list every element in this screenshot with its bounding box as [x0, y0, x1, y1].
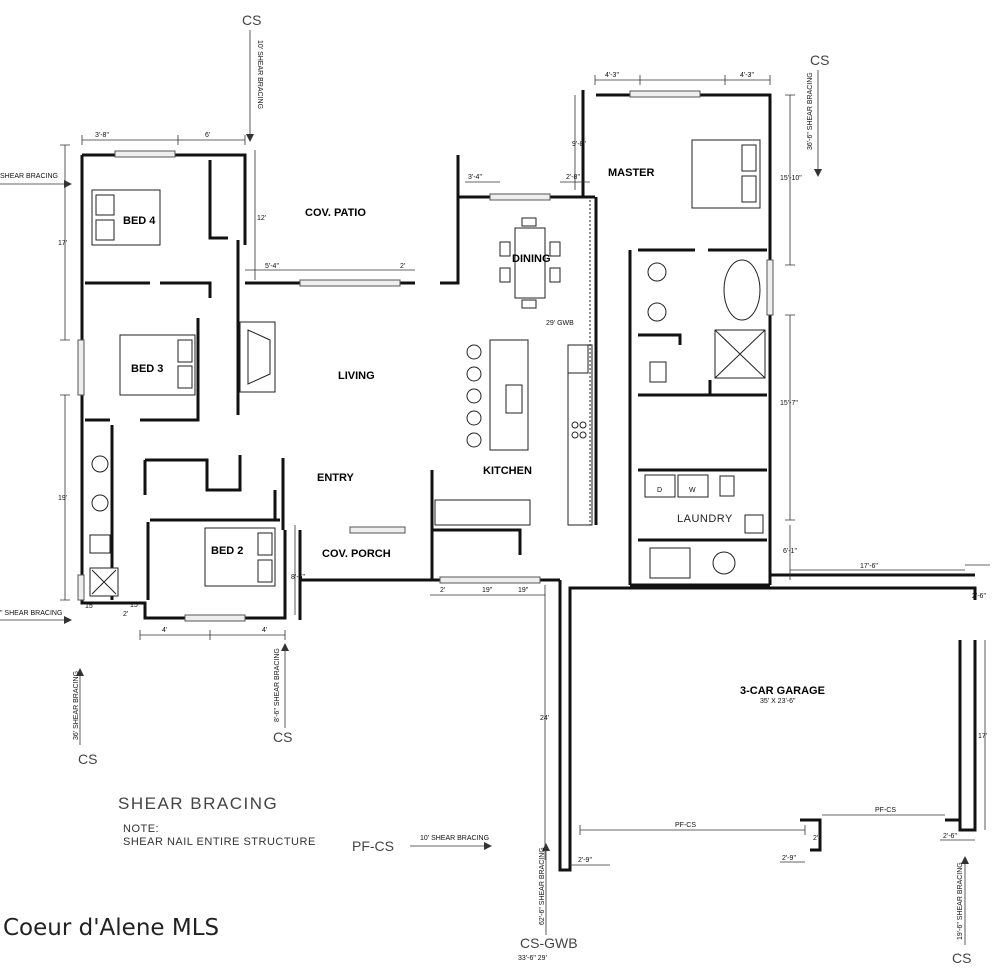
dim-label: 4' [262, 627, 267, 634]
bracing-arrows [0, 30, 969, 945]
dim-label: 3'-4" [468, 174, 482, 181]
notes: SHEAR BRACING NOTE: SHEAR NAIL ENTIRE ST… [118, 794, 316, 848]
dim-label: 17'-6" [860, 563, 878, 570]
cs-label-top: CS [242, 12, 261, 28]
bracing-label-mid: 8'-6" SHEAR BRACING [274, 648, 281, 722]
bed-4-bed [91, 189, 161, 246]
gwb-label: 29' GWB [546, 320, 574, 327]
dim-label: 15'-10" [780, 175, 802, 182]
dim-label: 8'-6" [291, 574, 305, 581]
room-master: MASTER [608, 167, 655, 179]
dim-label: 2'-6" [943, 833, 957, 840]
fireplace [239, 321, 276, 393]
dim-label: 4'-3" [605, 72, 619, 79]
room-garage: 3-CAR GARAGE [740, 685, 825, 697]
dimension-labels: 3'-8" 6' 4'-3" 4'-3" 9'-8" 3'-4" 2'-8" 1… [58, 72, 987, 864]
room-kitchen: KITCHEN [483, 465, 532, 477]
dim-label: 6'-1" [783, 548, 797, 555]
dim-label: 15'-7" [780, 400, 798, 407]
cs-gwb-label: CS-GWB [520, 935, 578, 951]
dim-label: 19' [58, 495, 67, 502]
room-laundry: LAUNDRY [677, 513, 733, 525]
shear-bracing-title: SHEAR BRACING [118, 794, 278, 813]
dim-label: 12' [257, 215, 266, 222]
bracing-label-top-right: 36'-6" SHEAR BRACING [807, 72, 814, 150]
bracing-label-bottom-left: 36' SHEAR BRACING [73, 671, 80, 740]
bracing-label-bottom-mid: 62'-6" SHEAR BRACING [539, 847, 546, 925]
dim-label: 15' [130, 602, 139, 609]
bed-3-bed [119, 334, 196, 396]
dim-label: 2' [400, 263, 405, 270]
room-bed-4: BED 4 [123, 215, 156, 227]
dim-label: 5'-4" [265, 263, 279, 270]
dim-label: 2'-9" [782, 855, 796, 862]
dim-label: 9'-8" [572, 141, 586, 148]
bed-2-bed [204, 527, 276, 587]
room-dining: DINING [512, 253, 551, 265]
bracing-label-left-top: SHEAR BRACING [0, 173, 58, 180]
dim-label: 19" [482, 587, 493, 594]
dim-label: PF-CS [875, 807, 896, 814]
dim-label: 4'-3" [740, 72, 754, 79]
room-bed-2: BED 2 [211, 545, 243, 557]
note-label: NOTE: [123, 823, 159, 835]
room-cov-patio: COV. PATIO [305, 207, 366, 219]
dim-label: PF-CS [675, 822, 696, 829]
entry-bench [434, 499, 531, 526]
dim-label: 2' [440, 587, 445, 594]
bracing-label-bottom-dims: 33'-6" 29' [518, 955, 547, 962]
room-cov-porch: COV. PORCH [322, 548, 391, 560]
laundry-fixtures [644, 474, 764, 579]
dim-label: 2'-9" [578, 857, 592, 864]
dimension-lines [60, 75, 990, 866]
dim-label: 2' [813, 835, 818, 842]
dim-label: 15' [85, 603, 94, 610]
kitchen-counter [567, 200, 593, 526]
room-living: LIVING [338, 370, 375, 382]
bracing-label-left-bottom: " SHEAR BRACING [0, 610, 62, 617]
bracing-label-top: 10' SHEAR BRACING [256, 40, 263, 109]
bracing-label-bottom-right: 19'-6" SHEAR BRACING [957, 862, 964, 940]
windows [77, 90, 774, 622]
room-labels: BED 4 COV. PATIO DINING MASTER BED 3 LIV… [123, 167, 825, 705]
watermark: Coeur d'Alene MLS [3, 915, 219, 941]
pf-cs-label: PF-CS [352, 838, 394, 854]
cs-label-top-right: CS [810, 52, 829, 68]
dim-label: 3'-8" [95, 132, 109, 139]
note-text: SHEAR NAIL ENTIRE STRUCTURE [123, 836, 316, 848]
dim-label: 17' [58, 240, 67, 247]
walls [80, 90, 977, 872]
dim-label: 2'-8" [566, 174, 580, 181]
master-bath-fixtures [647, 259, 766, 383]
dim-label: 4' [162, 627, 167, 634]
kitchen-island [466, 339, 529, 451]
garage-size: 35' X 23'-6" [760, 698, 796, 705]
cs-label-mid: CS [273, 729, 292, 745]
dryer-label: D [657, 487, 662, 494]
dim-label: 2'-6" [972, 593, 986, 600]
cs-label-bottom-right: CS [952, 950, 971, 966]
ten-shear-label: 10' SHEAR BRACING [420, 835, 489, 842]
dining-table [499, 217, 561, 309]
room-entry: ENTRY [317, 472, 355, 484]
dim-label: 17' [978, 733, 987, 740]
dim-label: 24' [540, 715, 549, 722]
cs-label-bottom-left: CS [78, 751, 97, 767]
master-bed [691, 139, 761, 209]
hall-bath-fixtures [89, 455, 119, 597]
dim-label: 19" [518, 587, 529, 594]
washer-label: W [689, 487, 696, 494]
fixtures [89, 139, 766, 597]
bracing-labels: CS 10' SHEAR BRACING CS 36'-6" SHEAR BRA… [0, 12, 971, 966]
dim-label: 2' [123, 611, 128, 618]
room-bed-3: BED 3 [131, 363, 163, 375]
dim-label: 6' [205, 132, 210, 139]
